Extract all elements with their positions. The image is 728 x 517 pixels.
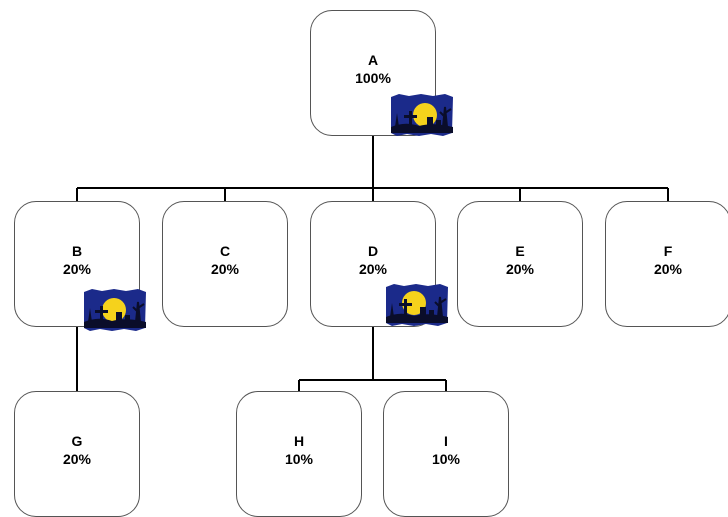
node-h[interactable]: H 10% bbox=[236, 391, 362, 517]
node-f[interactable]: F 20% bbox=[605, 201, 728, 327]
node-a-label: A bbox=[367, 52, 379, 68]
node-i[interactable]: I 10% bbox=[383, 391, 509, 517]
graveyard-moon-icon bbox=[82, 288, 148, 332]
node-d-value: 20% bbox=[358, 261, 388, 277]
node-c-label: C bbox=[219, 243, 231, 259]
node-g-label: G bbox=[71, 433, 83, 449]
node-g[interactable]: G 20% bbox=[14, 391, 140, 517]
node-d-label: D bbox=[367, 243, 379, 259]
node-b-label: B bbox=[71, 243, 83, 259]
node-i-value: 10% bbox=[431, 451, 461, 467]
node-c-value: 20% bbox=[210, 261, 240, 277]
node-g-value: 20% bbox=[62, 451, 92, 467]
node-c[interactable]: C 20% bbox=[162, 201, 288, 327]
node-a-value: 100% bbox=[355, 70, 391, 86]
graveyard-moon-icon bbox=[389, 93, 455, 137]
node-e[interactable]: E 20% bbox=[457, 201, 583, 327]
node-h-value: 10% bbox=[284, 451, 314, 467]
node-i-label: I bbox=[444, 433, 448, 449]
node-f-value: 20% bbox=[653, 261, 683, 277]
node-f-label: F bbox=[663, 243, 673, 259]
node-e-label: E bbox=[515, 243, 525, 259]
node-e-value: 20% bbox=[505, 261, 535, 277]
node-h-label: H bbox=[293, 433, 305, 449]
node-b-value: 20% bbox=[62, 261, 92, 277]
graveyard-moon-icon bbox=[384, 283, 450, 327]
